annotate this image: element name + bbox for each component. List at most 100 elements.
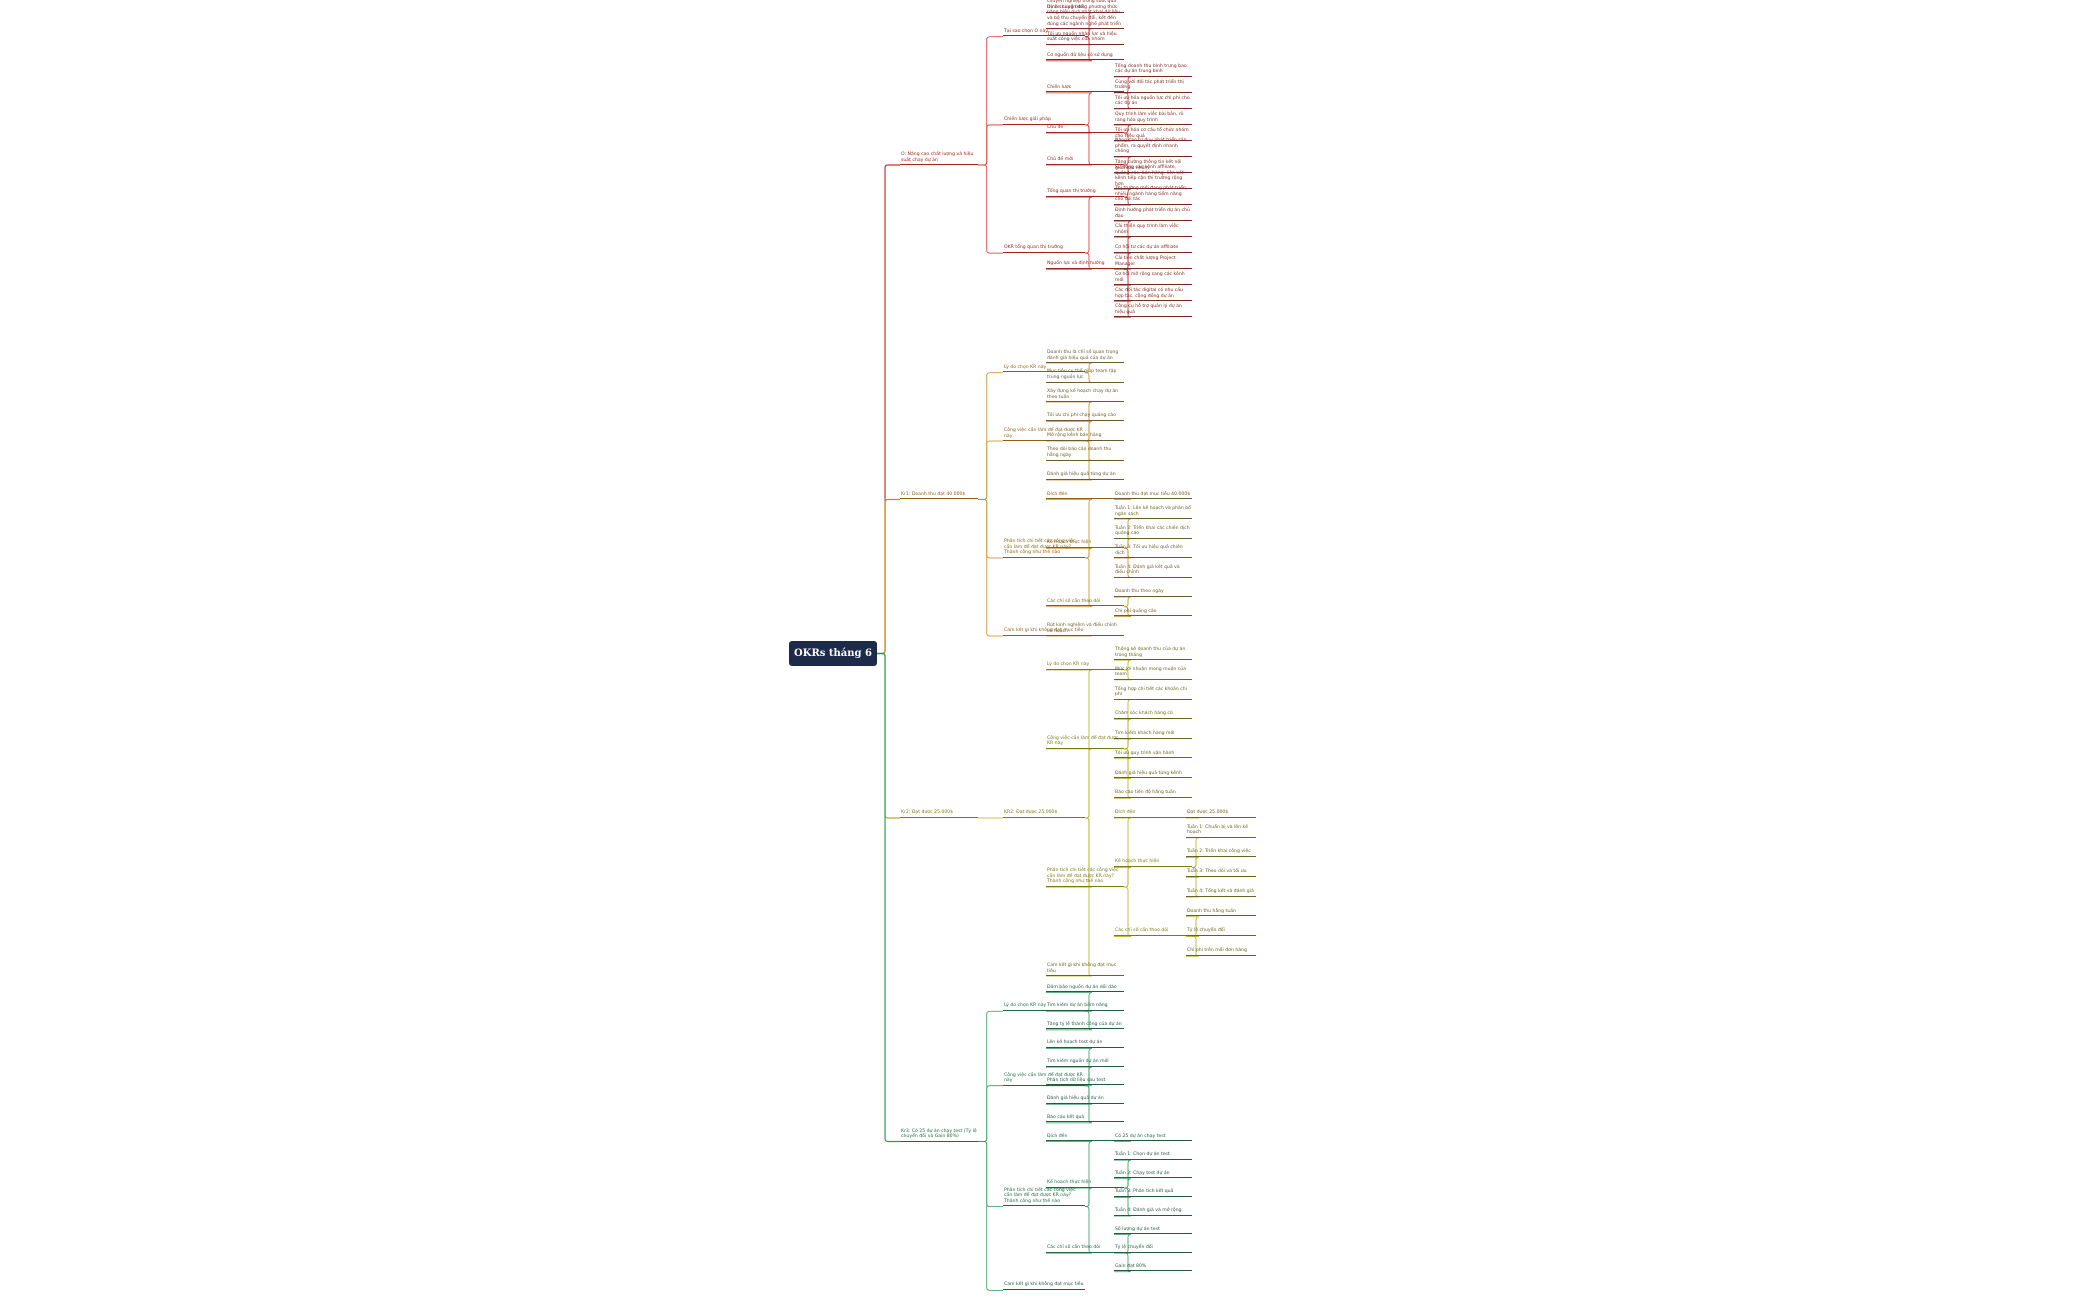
leaf-node[interactable]: Tuần 2: Triển khai các chiến dịch quảng …: [1114, 526, 1192, 539]
leaf-node[interactable]: Tìm kiếm nguồn dự án mới: [1046, 1059, 1124, 1067]
leaf-node[interactable]: Nâng cao tư duy phát triển sản phẩm, ra …: [1114, 138, 1192, 157]
topic-node[interactable]: OKR tổng quan thị trường: [1003, 245, 1085, 253]
leaf-node[interactable]: Tỷ lệ chuyển đổi: [1186, 928, 1256, 937]
leaf-node[interactable]: Báo cáo kết quả: [1046, 1115, 1124, 1123]
topic-node[interactable]: Tại sao chọn O này: [1003, 29, 1085, 37]
leaf-node[interactable]: Tổng hợp chi tiết các khoản chi phí: [1114, 687, 1192, 700]
leaf-node[interactable]: Cùng với đối tác phát triển thị trường: [1114, 80, 1192, 94]
leaf-node[interactable]: Số lượng dự án test: [1114, 1227, 1192, 1235]
root-node[interactable]: OKRs tháng 6: [789, 641, 877, 666]
topic-node[interactable]: Công việc cần làm để đạt được KR này: [1003, 428, 1085, 442]
leaf-node[interactable]: Tuần 1: Chọn dự án test: [1114, 1152, 1192, 1160]
topic-node[interactable]: Các chỉ số cần theo dõi: [1046, 599, 1124, 607]
leaf-node[interactable]: Dự án cùng trong phương thức nâng hiệu q…: [1046, 5, 1124, 30]
topic-node[interactable]: Chủ đề: [1046, 125, 1124, 133]
leaf-node[interactable]: Rút kinh nghiệm và điều chỉnh kế hoạch: [1046, 623, 1124, 637]
leaf-node[interactable]: Xây dựng kế hoạch chạy dự án theo tuần: [1046, 389, 1124, 403]
topic-node[interactable]: Các chỉ số cần theo dõi: [1114, 928, 1192, 937]
leaf-node[interactable]: Tỷ lệ chuyển đổi: [1114, 1245, 1192, 1253]
leaf-node[interactable]: Gain đạt 80%: [1114, 1264, 1192, 1272]
leaf-node[interactable]: Chi phí trên mỗi đơn hàng: [1186, 948, 1256, 956]
topic-node[interactable]: Phân tích chi tiết các công việc cần làm…: [1003, 539, 1085, 558]
topic-node[interactable]: Phân tích chi tiết các công việc cần làm…: [1046, 868, 1124, 887]
leaf-node[interactable]: Các đối tác digital có nhu cầu hợp tác, …: [1114, 288, 1192, 302]
leaf-node[interactable]: Định hướng phát triển dự án chủ đạo: [1114, 208, 1192, 222]
leaf-node[interactable]: Tuần 1: Chuẩn bị và lên kế hoạch: [1186, 825, 1256, 838]
leaf-node[interactable]: Tuần 4: Đánh giá và mở rộng: [1114, 1208, 1192, 1216]
leaf-node[interactable]: Tuần 1: Lên kế hoạch và phân bổ ngân sác…: [1114, 506, 1192, 520]
leaf-node[interactable]: Mức lợi nhuận mong muốn của team: [1114, 667, 1192, 680]
topic-node[interactable]: Kế hoạch thực hiện: [1114, 859, 1192, 867]
topic-node[interactable]: Đích đến: [1046, 1134, 1124, 1142]
leaf-node[interactable]: Lên kế hoạch test dự án: [1046, 1040, 1124, 1049]
topic-node[interactable]: Chiến lược giải pháp: [1003, 117, 1085, 125]
leaf-node[interactable]: Doanh thu đạt mục tiêu 40.000$: [1114, 492, 1192, 500]
leaf-node[interactable]: Công cụ hỗ trợ quản lý dự án hiệu quả: [1114, 304, 1192, 318]
leaf-node[interactable]: Tuần 4: Tổng kết và đánh giá: [1186, 889, 1256, 897]
topic-node[interactable]: Công việc cần làm để đạt được KR này: [1003, 1073, 1085, 1086]
leaf-node[interactable]: Doanh thu là chỉ số quan trọng đánh giá …: [1046, 350, 1124, 364]
leaf-node[interactable]: Tối ưu quy trình vận hành: [1114, 751, 1192, 759]
branch-node[interactable]: Kr1: Doanh thu đạt 40.000$: [900, 492, 978, 500]
leaf-node[interactable]: Theo dõi báo cáo doanh thu hằng ngày: [1046, 447, 1124, 461]
branch-node[interactable]: O: Nâng cao chất lượng và hiệu suất chạy…: [900, 152, 978, 166]
leaf-node[interactable]: Tuần 3: Theo dõi và tối ưu: [1186, 869, 1256, 877]
leaf-node[interactable]: Tăng cường thông tin kết nối giữa các nh…: [1114, 160, 1192, 174]
leaf-node[interactable]: Tối ưu chi phí chạy quảng cáo: [1046, 413, 1124, 422]
leaf-node[interactable]: Đánh giá hiệu quả từng kênh: [1114, 771, 1192, 779]
topic-node[interactable]: Nguồn lực và định hướng: [1046, 261, 1124, 269]
leaf-node[interactable]: Phân tích dữ liệu sau test: [1046, 1078, 1124, 1086]
leaf-node[interactable]: Đạt được 25.000$: [1186, 810, 1256, 818]
leaf-node[interactable]: Tìm kiếm khách hàng mới: [1114, 731, 1192, 739]
leaf-node[interactable]: Báo cáo tiến độ hằng tuần: [1114, 790, 1192, 798]
topic-node[interactable]: Tổng quan thị trường: [1046, 189, 1124, 197]
branch-node[interactable]: Kr2: Đạt được 25.000$: [900, 810, 978, 818]
leaf-node[interactable]: Cải tiến chất lượng Project Manager: [1114, 256, 1192, 270]
leaf-node[interactable]: Thị trường mới đang phát triển, nhiều ng…: [1114, 186, 1192, 205]
leaf-node[interactable]: Tuần 2: Triển khai công việc: [1186, 849, 1256, 858]
topic-node[interactable]: Phân tích chi tiết các công việc cần làm…: [1003, 1188, 1085, 1207]
leaf-node[interactable]: Tuần 2: Chạy test dự án: [1114, 1171, 1192, 1179]
leaf-node[interactable]: Chi phí quảng cáo: [1114, 609, 1192, 617]
leaf-node[interactable]: Đánh giá hiệu quả dự án: [1046, 1096, 1124, 1104]
leaf-node[interactable]: Mở rộng kênh bán hàng: [1046, 433, 1124, 441]
topic-node[interactable]: Chiến lược: [1046, 85, 1124, 93]
leaf-node[interactable]: Đảm bảo năng lượng dự án chuyên nghiệp t…: [1046, 0, 1124, 13]
topic-node[interactable]: Chủ đề mới: [1046, 157, 1124, 165]
leaf-node[interactable]: Đánh giá hiệu quả từng dự án: [1046, 472, 1124, 480]
leaf-node[interactable]: Doanh thu theo ngày: [1114, 589, 1192, 597]
leaf-node[interactable]: Cơ nguồn dữ liệu có sử dụng: [1046, 53, 1124, 61]
leaf-node[interactable]: Tìm kiếm dự án tiềm năng: [1046, 1003, 1124, 1011]
topic-node[interactable]: Kế hoạch thực hiện: [1046, 540, 1124, 548]
topic-node[interactable]: Đích đến: [1114, 810, 1192, 818]
leaf-node[interactable]: Tuần 4: Đánh giá kết quả và điều chỉnh: [1114, 565, 1192, 578]
leaf-node[interactable]: Cam kết gì khi không đạt mục tiêu: [1046, 963, 1124, 977]
topic-node[interactable]: Lý do chọn KR này: [1046, 662, 1124, 670]
leaf-node[interactable]: Có 25 dự án chạy test: [1114, 1134, 1192, 1142]
topic-node[interactable]: Lý do chọn KR này: [1003, 365, 1085, 373]
topic-node[interactable]: Lý do chọn KR này: [1003, 1003, 1085, 1011]
leaf-node[interactable]: Cam kết gì khi không đạt mục tiêu: [1003, 1282, 1085, 1290]
leaf-node[interactable]: Cải thiện quy trình làm việc nhóm: [1114, 224, 1192, 238]
branch-node[interactable]: Kr3: Có 25 dự án chạy test (Tỷ lệ chuyển…: [900, 1129, 978, 1142]
topic-node[interactable]: KR2: Đạt được 25.000$: [1003, 810, 1085, 818]
leaf-node[interactable]: Quy trình làm việc bài bản, rõ ràng hóa …: [1114, 112, 1192, 126]
leaf-node[interactable]: Tối ưu hóa cơ cấu tổ chức nhóm cho hiệu …: [1114, 128, 1192, 142]
topic-node[interactable]: Công việc cần làm để đạt được KR này: [1046, 736, 1124, 750]
topic-node[interactable]: Các chỉ số cần theo dõi: [1046, 1245, 1124, 1253]
leaf-node[interactable]: Tối ưu nguồn nhân lực và hiệu suất công …: [1046, 32, 1124, 45]
topic-node[interactable]: Đích đến: [1046, 492, 1124, 500]
leaf-node[interactable]: Chăm sóc khách hàng cũ: [1114, 711, 1192, 719]
leaf-node[interactable]: Mục tiêu cụ thể giúp team tập trung nguồ…: [1046, 369, 1124, 383]
leaf-node[interactable]: Đảm bảo nguồn dự án dồi dào: [1046, 985, 1124, 993]
leaf-node[interactable]: Tuần 3: Phân tích kết quả: [1114, 1189, 1192, 1197]
leaf-node[interactable]: Thống kê doanh thu của dự án trong tháng: [1114, 647, 1192, 661]
leaf-node[interactable]: Tối ưu hóa nguồn lực chi phí cho các dự …: [1114, 96, 1192, 110]
topic-node[interactable]: Cam kết gì khi không đạt mục tiêu: [1003, 628, 1085, 636]
leaf-node[interactable]: Tuần 3: Tối ưu hiệu quả chiến dịch: [1114, 545, 1192, 559]
leaf-node[interactable]: Cơ hội mở rộng sang các kênh mới: [1114, 272, 1192, 286]
leaf-node[interactable]: Doanh thu hằng tuần: [1186, 909, 1256, 917]
leaf-node[interactable]: Cơ hội từ các dự án affiliate: [1114, 245, 1192, 253]
topic-node[interactable]: Kế hoạch thực hiện: [1046, 1180, 1124, 1188]
leaf-node[interactable]: Sử dụng các kênh affiliate, quảng cáo, b…: [1114, 165, 1192, 190]
